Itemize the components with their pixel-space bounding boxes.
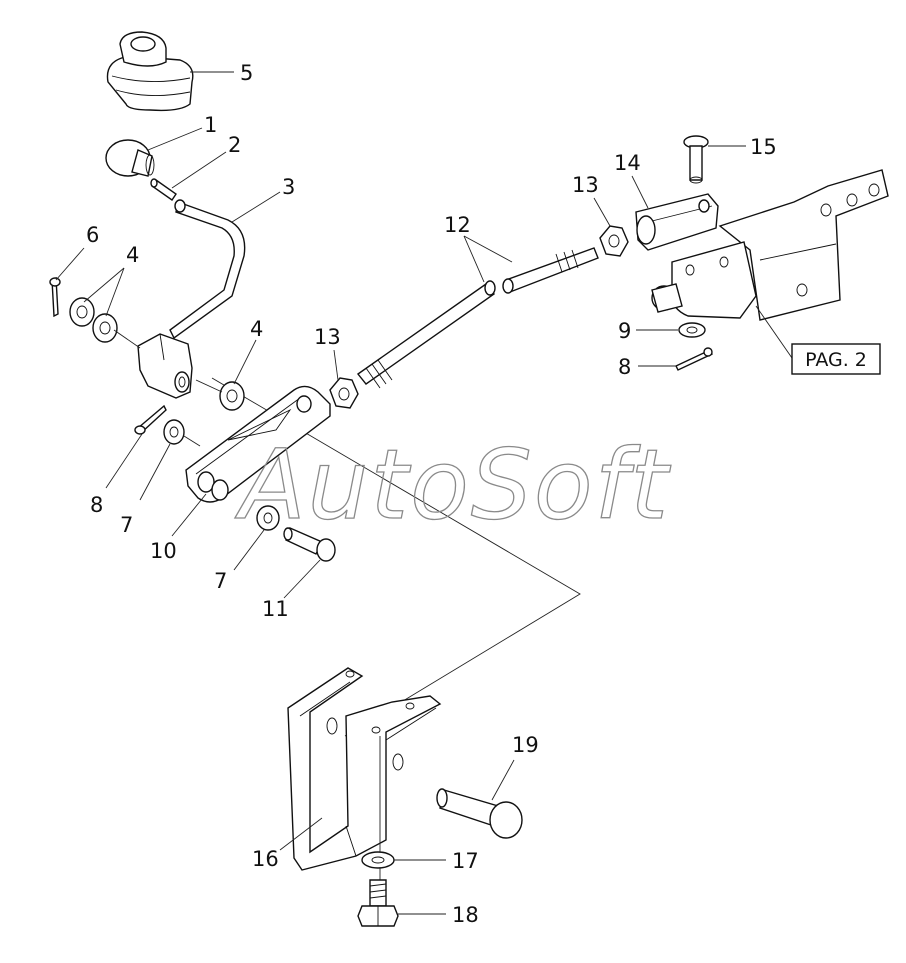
callout-14: 14 — [614, 151, 641, 175]
part-15-pin — [683, 135, 709, 184]
gear-housing — [651, 169, 889, 321]
page-reference-leader — [755, 305, 793, 359]
part-8-cotter-pin-left — [134, 404, 167, 435]
part-12-rod — [356, 247, 599, 389]
callout-15: 15 — [750, 135, 777, 159]
callout-3: 3 — [282, 175, 295, 199]
callout-9: 9 — [618, 319, 631, 343]
part-18-bolt — [357, 879, 399, 927]
callout-2: 2 — [228, 133, 241, 157]
callout-12: 12 — [444, 213, 471, 237]
callout-13b: 13 — [572, 173, 599, 197]
part-14-clevis — [635, 193, 719, 251]
callout-13a: 13 — [314, 325, 341, 349]
part-4-washer-a — [69, 297, 95, 327]
callout-1: 1 — [204, 113, 217, 137]
part-16-u-bracket — [287, 667, 442, 871]
watermark: AutoSoft — [234, 429, 671, 541]
part-11-clevis-pin — [283, 527, 336, 562]
callout-5: 5 — [240, 61, 253, 85]
part-2-pin — [150, 178, 177, 201]
part-19-pin — [436, 788, 523, 839]
part-13-nut-left — [329, 377, 359, 409]
reference-line — [211, 377, 581, 737]
callout-4a: 4 — [126, 243, 139, 267]
callout-4b: 4 — [250, 317, 263, 341]
part-3-lever — [169, 199, 246, 340]
page-reference-box — [791, 343, 881, 375]
callout-19: 19 — [512, 733, 539, 757]
callout-18: 18 — [452, 903, 479, 927]
callout-7a: 7 — [120, 513, 133, 537]
part-4-washer-b — [92, 313, 118, 343]
part-10-link-plate — [185, 385, 331, 503]
callout-16: 16 — [252, 847, 279, 871]
callout-10: 10 — [150, 539, 177, 563]
callout-7b: 7 — [214, 569, 227, 593]
part-9-washer — [678, 322, 706, 338]
callout-8a: 8 — [90, 493, 103, 517]
part-6-cotter-pin — [49, 276, 61, 318]
callout-17: 17 — [452, 849, 479, 873]
callout-8b: 8 — [618, 355, 631, 379]
callout-6: 6 — [86, 223, 99, 247]
part-7-washer-lower — [256, 505, 280, 531]
part-1-knob — [105, 139, 155, 177]
part-8-cotter-pin-right — [675, 347, 713, 371]
callout-11: 11 — [262, 597, 289, 621]
part-4-washer-c — [219, 381, 245, 411]
part-5-boot — [106, 31, 194, 112]
page-reference-text: PAG. 2 — [805, 349, 867, 371]
part-17-washer — [361, 851, 395, 869]
part-7-washer-left — [163, 419, 185, 445]
part-13-nut-right — [599, 225, 629, 257]
part-3-lever-block — [137, 333, 193, 399]
